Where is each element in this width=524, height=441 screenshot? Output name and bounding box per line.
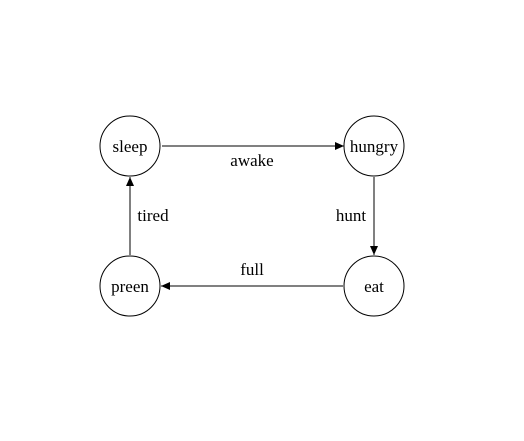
edge-tired-label: tired — [137, 206, 169, 225]
node-eat-label: eat — [364, 277, 384, 296]
edge-full-label: full — [240, 260, 264, 279]
node-preen-circle — [99, 255, 161, 317]
edge-tired: tired — [126, 177, 169, 255]
node-eat-circle — [343, 255, 405, 317]
edge-awake-label: awake — [230, 151, 273, 170]
node-hungry: hungry — [343, 115, 405, 177]
node-eat: eat — [343, 255, 405, 317]
node-hungry-circle — [343, 115, 405, 177]
node-sleep: sleep — [99, 115, 161, 177]
node-sleep-label: sleep — [113, 137, 148, 156]
edge-hunt-label: hunt — [336, 206, 367, 225]
edge-hunt: hunt — [336, 177, 378, 255]
node-sleep-circle — [99, 115, 161, 177]
node-hungry-label: hungry — [350, 137, 399, 156]
edge-awake: awake — [162, 142, 344, 170]
edge-full: full — [161, 260, 343, 290]
node-preen: preen — [99, 255, 161, 317]
node-preen-label: preen — [111, 277, 149, 296]
